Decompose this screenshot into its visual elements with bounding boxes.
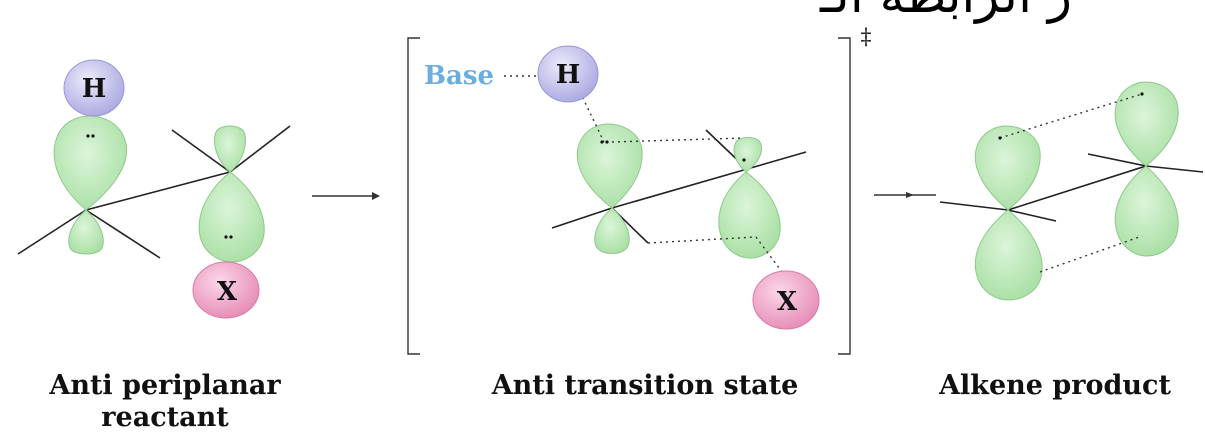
- ts-orbital-lower-right: [718, 171, 781, 259]
- caption-transition-state: Anti transition state: [445, 370, 845, 402]
- product-bonds: [939, 153, 1204, 222]
- product-p-orbital-upper-right: [1114, 81, 1179, 167]
- caption-reactant-line1: Anti periplanar: [49, 370, 281, 401]
- caption-transition-state-line1: Anti transition state: [491, 370, 799, 401]
- product-electrons: [998, 92, 1144, 140]
- reactant-orbital-lower-left: [68, 209, 104, 255]
- caption-product: Alkene product: [905, 370, 1205, 402]
- top-arabic-text: ر الرابطة الـ: [820, 0, 1072, 24]
- reactant-orbital-lower-right: [198, 171, 265, 263]
- product-p-orbital-lower-right: [1114, 165, 1179, 257]
- reactant-orbital-upper-left: [53, 115, 128, 211]
- transition-state-panel: ‡: [407, 25, 872, 355]
- ts-electrons: [600, 140, 746, 162]
- reactant-electrons: [86, 134, 233, 239]
- transition-state-brackets: [407, 37, 851, 355]
- transition-state-symbol: ‡: [861, 25, 872, 50]
- ts-partial-bonds: [504, 75, 783, 273]
- reactant-leaving-group-atom: [192, 261, 260, 319]
- ts-hydrogen-label: H: [556, 60, 581, 90]
- reaction-arrow-1: [312, 192, 380, 200]
- reactant-bonds: [17, 125, 291, 259]
- ts-orbital-upper-right: [733, 137, 762, 173]
- product-p-orbital-lower-left: [974, 209, 1043, 301]
- ts-leaving-group-label: X: [777, 287, 798, 317]
- ts-orbital-upper-left: [576, 123, 643, 209]
- ts-base-label: Base: [424, 61, 494, 91]
- product-p-orbital-upper-left: [974, 125, 1041, 211]
- reactant-leaving-group-label: X: [217, 277, 238, 307]
- caption-reactant: Anti periplanar reactant: [0, 370, 330, 434]
- reactant-panel: H X: [17, 59, 291, 319]
- reactant-hydrogen-atom: [63, 59, 125, 117]
- ts-orbital-lower-left: [594, 207, 630, 254]
- ts-hydrogen-atom: [537, 45, 599, 103]
- reaction-arrow-2: [874, 192, 936, 198]
- transition-state-bonds: [551, 129, 807, 244]
- reactant-orbital-upper-right: [214, 125, 246, 173]
- product-pi-overlap: [999, 93, 1143, 273]
- ts-leaving-group-atom: [752, 270, 820, 330]
- caption-product-line1: Alkene product: [939, 370, 1171, 401]
- caption-reactant-line2: reactant: [101, 402, 229, 433]
- alkene-product-panel: [939, 81, 1204, 301]
- reactant-hydrogen-label: H: [82, 74, 107, 104]
